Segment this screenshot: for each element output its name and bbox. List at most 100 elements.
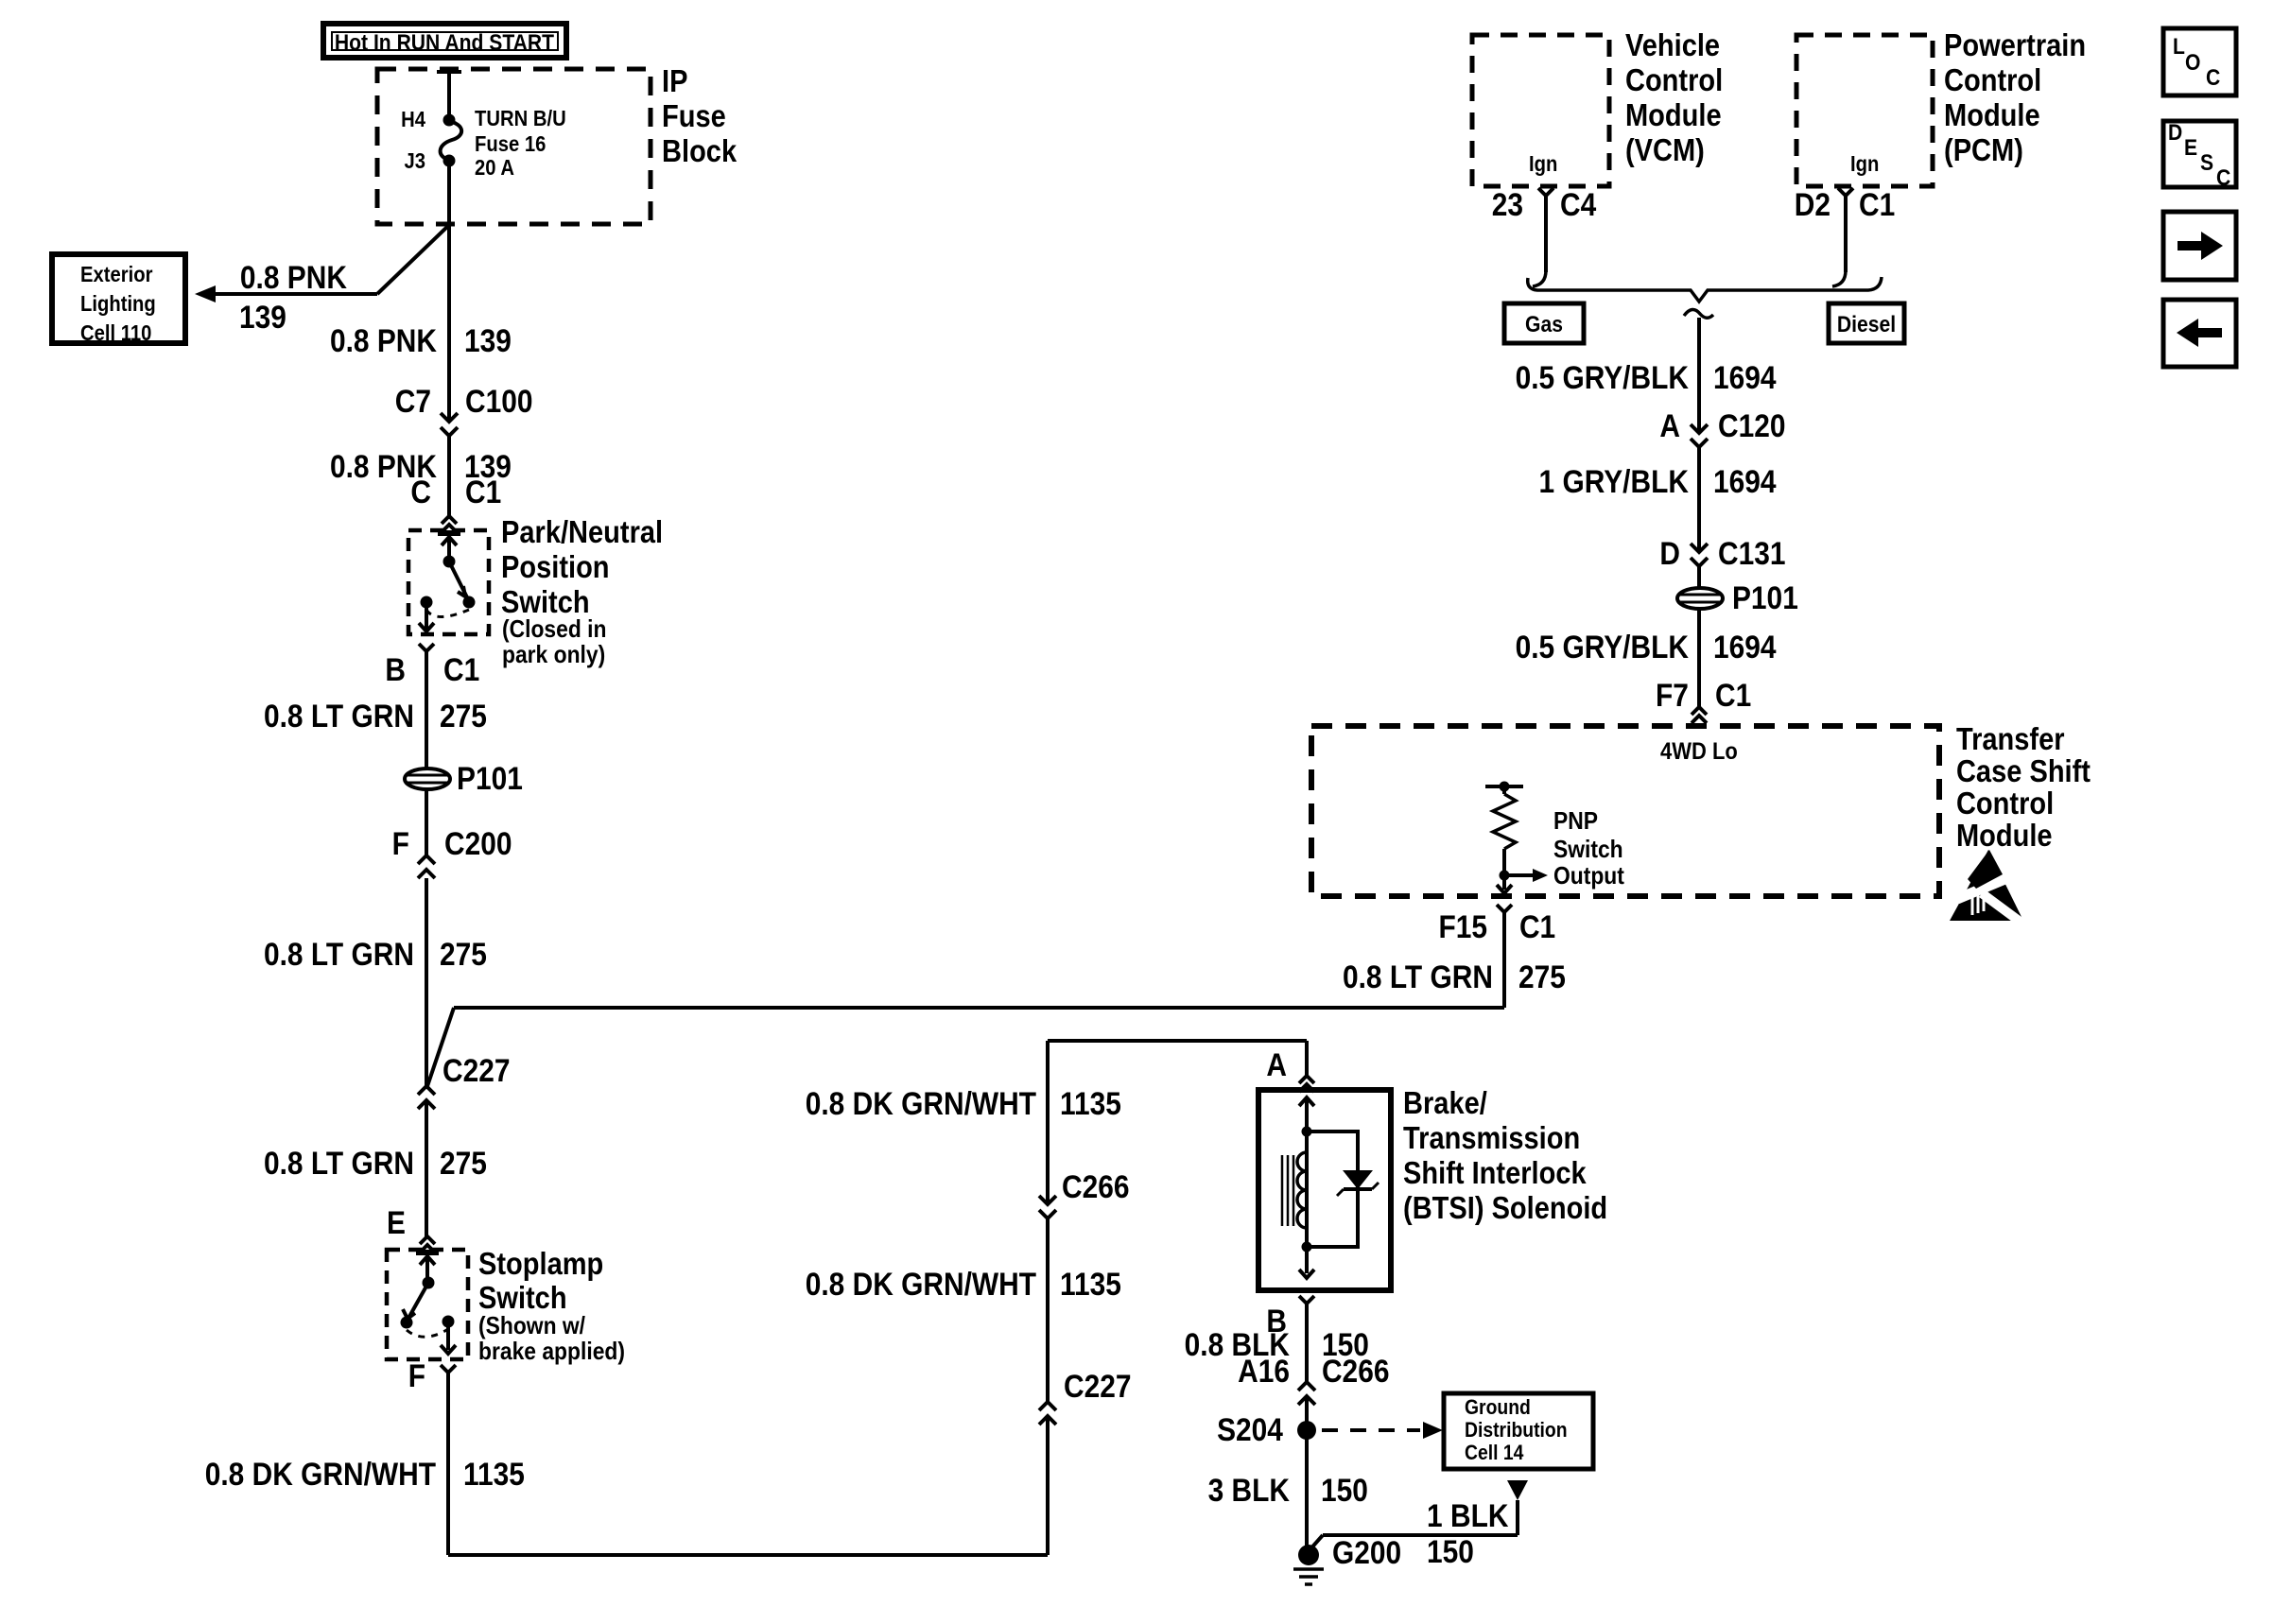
svg-text:(VCM): (VCM): [1625, 132, 1705, 167]
svg-text:Transfer: Transfer: [1956, 721, 2065, 756]
svg-text:Transmission: Transmission: [1403, 1120, 1580, 1155]
svg-text:0.8 LT GRN: 0.8 LT GRN: [264, 698, 414, 734]
svg-text:F: F: [408, 1357, 425, 1393]
svg-text:0.5 GRY/BLK: 0.5 GRY/BLK: [1516, 359, 1689, 395]
svg-text:D2: D2: [1795, 186, 1831, 222]
svg-text:Module: Module: [1944, 97, 2040, 132]
svg-text:brake applied): brake applied): [478, 1339, 625, 1366]
svg-text:Switch: Switch: [501, 584, 590, 619]
svg-text:1135: 1135: [1060, 1266, 1121, 1302]
svg-text:4WD Lo: 4WD Lo: [1660, 738, 1738, 765]
svg-text:0.8 LT GRN: 0.8 LT GRN: [264, 936, 414, 972]
svg-text:D: D: [2168, 120, 2182, 146]
svg-text:PNP: PNP: [1553, 808, 1598, 836]
svg-text:Case Shift: Case Shift: [1956, 753, 2091, 788]
svg-text:C266: C266: [1062, 1168, 1130, 1204]
svg-text:C1: C1: [1715, 677, 1751, 713]
svg-text:139: 139: [464, 448, 512, 484]
svg-text:Ground: Ground: [1465, 1396, 1531, 1419]
svg-text:park only): park only): [502, 642, 605, 669]
svg-text:IP: IP: [662, 63, 687, 98]
svg-text:A16: A16: [1238, 1353, 1290, 1389]
svg-text:Block: Block: [662, 133, 737, 168]
svg-text:Control: Control: [1625, 62, 1723, 97]
svg-text:F15: F15: [1438, 908, 1487, 944]
svg-text:Control: Control: [1944, 62, 2041, 97]
svg-text:D: D: [1659, 535, 1680, 571]
svg-text:Lighting: Lighting: [80, 291, 156, 317]
svg-text:C7: C7: [395, 383, 431, 419]
svg-text:C120: C120: [1718, 407, 1786, 443]
svg-text:1135: 1135: [463, 1456, 525, 1492]
svg-text:Cell 14: Cell 14: [1465, 1442, 1524, 1464]
svg-text:J3: J3: [405, 148, 426, 174]
svg-text:Exterior: Exterior: [80, 262, 153, 287]
svg-text:0.8 DK GRN/WHT: 0.8 DK GRN/WHT: [806, 1085, 1037, 1121]
svg-text:Output: Output: [1553, 863, 1624, 890]
svg-text:E: E: [387, 1204, 406, 1240]
svg-text:Position: Position: [501, 549, 610, 584]
svg-text:Park/Neutral: Park/Neutral: [501, 514, 663, 549]
svg-text:3 BLK: 3 BLK: [1208, 1472, 1290, 1508]
svg-text:F: F: [392, 825, 409, 861]
svg-text:G200: G200: [1332, 1534, 1401, 1570]
svg-text:Cell 110: Cell 110: [80, 320, 151, 346]
svg-text:Switch: Switch: [478, 1280, 567, 1315]
svg-text:1 GRY/BLK: 1 GRY/BLK: [1539, 463, 1689, 499]
svg-text:0.8 PNK: 0.8 PNK: [330, 322, 437, 358]
svg-text:C266: C266: [1322, 1353, 1390, 1389]
svg-text:150: 150: [1427, 1533, 1474, 1569]
svg-text:C200: C200: [444, 825, 512, 861]
svg-text:L: L: [2173, 34, 2185, 60]
svg-text:Distribution: Distribution: [1465, 1419, 1568, 1442]
svg-text:0.8 DK GRN/WHT: 0.8 DK GRN/WHT: [806, 1266, 1037, 1302]
svg-text:20 A: 20 A: [475, 155, 514, 181]
svg-text:1 BLK: 1 BLK: [1427, 1497, 1508, 1533]
svg-text:C: C: [410, 474, 431, 510]
svg-text:B: B: [1266, 1303, 1287, 1339]
svg-text:150: 150: [1322, 1326, 1369, 1362]
svg-text:Module: Module: [1956, 818, 2053, 853]
svg-text:C1: C1: [1859, 186, 1895, 222]
svg-text:O: O: [2185, 50, 2200, 76]
svg-text:C1: C1: [443, 651, 479, 687]
svg-text:0.8 LT GRN: 0.8 LT GRN: [1343, 959, 1493, 994]
svg-text:B: B: [385, 651, 406, 687]
svg-text:P101: P101: [1732, 579, 1798, 615]
svg-text:Fuse: Fuse: [662, 98, 726, 133]
svg-text:S: S: [2200, 150, 2213, 176]
svg-text:E: E: [2184, 135, 2197, 161]
svg-text:C: C: [2206, 65, 2220, 91]
svg-text:0.8 BLK: 0.8 BLK: [1185, 1326, 1290, 1362]
svg-text:Gas: Gas: [1525, 312, 1563, 337]
svg-text:Shift Interlock: Shift Interlock: [1403, 1155, 1587, 1190]
svg-text:139: 139: [239, 299, 286, 335]
svg-text:275: 275: [440, 698, 487, 734]
svg-text:Module: Module: [1625, 97, 1722, 132]
svg-text:Stoplamp: Stoplamp: [478, 1246, 603, 1281]
svg-text:0.8 PNK: 0.8 PNK: [240, 259, 347, 295]
svg-text:0.8 DK GRN/WHT: 0.8 DK GRN/WHT: [205, 1456, 437, 1492]
svg-text:(Closed in: (Closed in: [502, 616, 607, 644]
svg-text:C1: C1: [465, 474, 501, 510]
svg-text:Switch: Switch: [1553, 837, 1623, 864]
svg-text:150: 150: [1321, 1472, 1368, 1508]
svg-text:C131: C131: [1718, 535, 1786, 571]
svg-text:139: 139: [464, 322, 512, 358]
svg-text:C1: C1: [1519, 908, 1555, 944]
svg-text:Vehicle: Vehicle: [1625, 27, 1720, 62]
svg-text:275: 275: [440, 936, 487, 972]
svg-text:Fuse 16: Fuse 16: [475, 131, 546, 157]
svg-text:1694: 1694: [1713, 463, 1777, 499]
svg-text:Ign: Ign: [1529, 151, 1557, 177]
svg-text:P101: P101: [457, 760, 523, 796]
svg-text:F7: F7: [1656, 677, 1689, 713]
svg-text:0.8 PNK: 0.8 PNK: [330, 448, 437, 484]
svg-text:H4: H4: [401, 107, 425, 132]
svg-text:Diesel: Diesel: [1837, 312, 1896, 337]
svg-text:1135: 1135: [1060, 1085, 1121, 1121]
svg-text:C: C: [2216, 165, 2230, 191]
svg-text:A: A: [1266, 1046, 1287, 1082]
svg-text:C227: C227: [1064, 1368, 1132, 1404]
svg-text:Powertrain: Powertrain: [1944, 27, 2086, 62]
